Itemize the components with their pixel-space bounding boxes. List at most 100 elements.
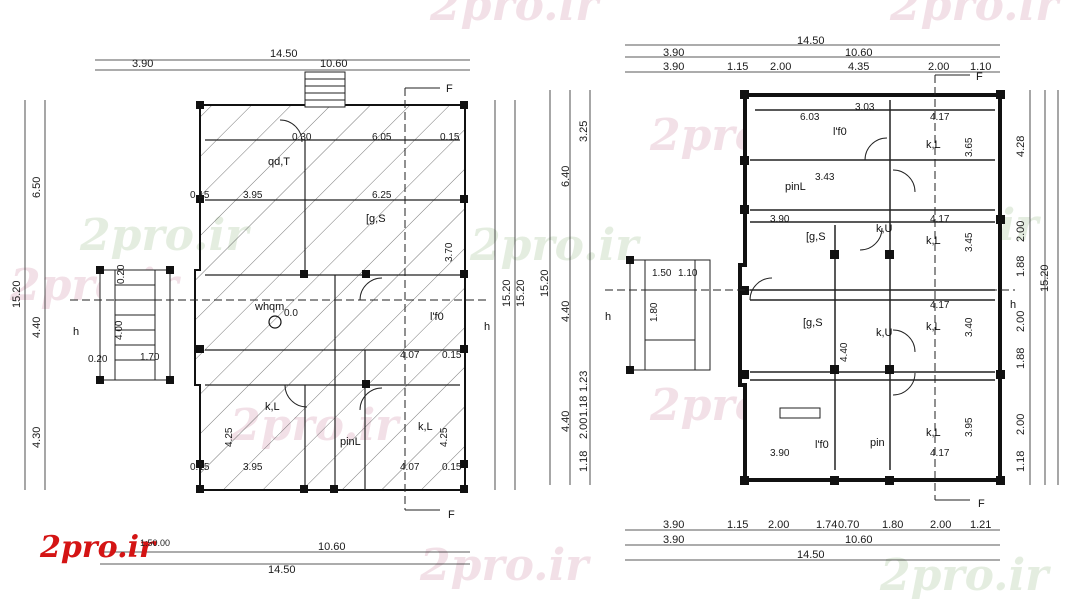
room-label: k,L bbox=[265, 401, 280, 413]
dim-label: 3.45 bbox=[964, 232, 975, 252]
dim-label: 3.03 bbox=[855, 102, 875, 113]
dim-bottom-a: 10.60 bbox=[318, 541, 346, 553]
left-stair bbox=[99, 269, 171, 381]
dim-top-a: 3.90 bbox=[132, 58, 153, 70]
section-label-top: F bbox=[446, 83, 453, 95]
dim-right-total: 15.20 bbox=[1039, 264, 1051, 292]
room-label: qd,T bbox=[268, 156, 290, 168]
room-label: k,L bbox=[418, 421, 433, 433]
room-label: k,L bbox=[926, 427, 941, 439]
dim-label: 3.65 bbox=[964, 137, 975, 157]
dim-right-seg: 1.88 bbox=[1015, 256, 1027, 277]
dim-left-bot: 4.30 bbox=[31, 427, 43, 448]
dim-label: 4.00 bbox=[114, 320, 125, 340]
dim-left-seg: 4.40 bbox=[560, 301, 572, 322]
dim-top-seg: 1.15 bbox=[727, 61, 748, 73]
dim-label: 0.20 bbox=[88, 354, 108, 365]
dim-label: 3.40 bbox=[964, 317, 975, 337]
dim-bottom-seg: 1.15 bbox=[727, 519, 748, 531]
watermark-text: 2pro.ir bbox=[889, 0, 1061, 31]
dim-bottom-total: 14.50 bbox=[797, 549, 825, 561]
dim-top-b: 10.60 bbox=[845, 47, 873, 59]
dim-label: 0.15 bbox=[190, 190, 210, 201]
dim-bottom-seg: 2.00 bbox=[768, 519, 789, 531]
watermark-text: 2pro.ir bbox=[469, 220, 641, 271]
room-label: l'f0 bbox=[833, 126, 847, 138]
site-logo: 2pro.ir bbox=[40, 530, 155, 565]
dim-top-seg: 2.00 bbox=[770, 61, 791, 73]
dim-label: 6.05 bbox=[372, 132, 392, 143]
dim-label: 4.25 bbox=[439, 427, 450, 447]
dim-top-a: 3.90 bbox=[663, 47, 684, 59]
room-label: l'f0 bbox=[815, 439, 829, 451]
h-label-left: h bbox=[73, 326, 79, 338]
h-label-left: h bbox=[605, 311, 611, 323]
dim-bottom-total: 14.50 bbox=[268, 564, 296, 576]
dim-label: 4.17 bbox=[930, 112, 950, 123]
dim-label: 1.80 bbox=[649, 302, 660, 322]
dim-left-mid: 4.40 bbox=[31, 317, 43, 338]
dim-bottom-seg: 1.74 bbox=[816, 519, 837, 531]
dim-label: 4.17 bbox=[930, 448, 950, 459]
dim-label: 4.17 bbox=[930, 300, 950, 311]
dim-label: 3.90 bbox=[770, 448, 790, 459]
room-label: pin bbox=[870, 437, 885, 449]
dim-label: 1.70 bbox=[140, 352, 160, 363]
dim-label: 4.40 bbox=[839, 342, 850, 362]
room-label: k,U bbox=[876, 327, 893, 339]
dim-label: 3.95 bbox=[243, 462, 263, 473]
room-label: k,L bbox=[926, 235, 941, 247]
h-label-right: h bbox=[484, 321, 490, 333]
dim-left-seg: 4.40 bbox=[560, 411, 572, 432]
dim-label: 0.15 bbox=[190, 462, 210, 473]
dim-label: 0.0 bbox=[284, 308, 298, 319]
dim-bottom-seg: 1.80 bbox=[882, 519, 903, 531]
dim-top-seg: 3.90 bbox=[663, 61, 684, 73]
room-label: k,U bbox=[876, 223, 893, 235]
dim-bottom-seg: 3.90 bbox=[663, 519, 684, 531]
scale-text: 1:50.00 bbox=[140, 538, 171, 548]
section-label-bottom: F bbox=[448, 509, 455, 521]
dim-top-total: 14.50 bbox=[270, 48, 298, 60]
dim-label: 3.43 bbox=[815, 172, 835, 183]
dim-right-seg: 4.28 bbox=[1015, 136, 1027, 157]
room-label: [g,S bbox=[806, 231, 826, 243]
dim-label: 0.30 bbox=[292, 132, 312, 143]
watermark-text: 2pro.ir bbox=[429, 0, 601, 31]
dim-top-total: 14.50 bbox=[797, 35, 825, 47]
dim-label: 4.07 bbox=[400, 350, 420, 361]
dim-right-seg: 1.88 bbox=[1015, 348, 1027, 369]
dim-label: 1.50 bbox=[652, 268, 672, 279]
dim-bottom-b: 10.60 bbox=[845, 534, 873, 546]
dim-label: 0.15 bbox=[442, 462, 462, 473]
dim-right-seg: 1.18 bbox=[1015, 451, 1027, 472]
room-label: pinL bbox=[785, 181, 806, 193]
h-label-right: h bbox=[1010, 299, 1016, 311]
dim-right-total: 15.20 bbox=[501, 279, 513, 307]
room-label: [g,S bbox=[366, 213, 386, 225]
room-label: whqm bbox=[254, 301, 284, 313]
dim-left-seg: 1.23 bbox=[578, 371, 590, 392]
room-label: [g,S bbox=[803, 317, 823, 329]
right-floor-plan: 14.50 3.90 10.60 3.90 1.15 2.00 4.35 2.0… bbox=[539, 35, 1059, 561]
dim-right-total: 15.20 bbox=[515, 279, 527, 307]
dim-label: 1.10 bbox=[678, 268, 698, 279]
dim-label: 4.25 bbox=[224, 427, 235, 447]
dim-left-total: 15.20 bbox=[11, 280, 23, 308]
dim-label: 3.70 bbox=[444, 242, 455, 262]
room-label: k,L bbox=[926, 321, 941, 333]
watermark-text: 2pro.ir bbox=[419, 540, 591, 591]
dim-top-seg: 1.10 bbox=[970, 61, 991, 73]
room-label: l'f0 bbox=[430, 311, 444, 323]
section-label-bottom: F bbox=[978, 498, 985, 510]
dim-left-seg: 3.25 bbox=[578, 121, 590, 142]
dim-left-seg: 1.18 bbox=[578, 396, 590, 417]
dim-left-top: 6.50 bbox=[31, 177, 43, 198]
room-label: pinL bbox=[340, 436, 361, 448]
dim-label: 4.17 bbox=[930, 214, 950, 225]
dim-right-seg: 2.00 bbox=[1015, 311, 1027, 332]
right-stair bbox=[629, 259, 711, 371]
dim-label: 3.95 bbox=[243, 190, 263, 201]
